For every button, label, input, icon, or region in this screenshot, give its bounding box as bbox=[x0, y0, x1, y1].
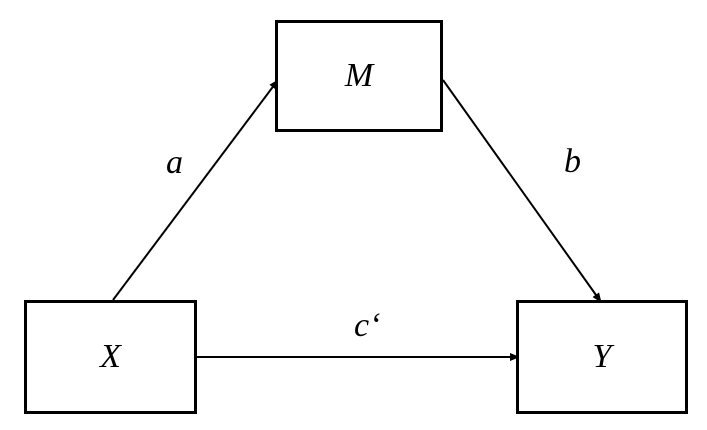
predictor-box: X bbox=[24, 300, 197, 414]
outcome-label: Y bbox=[592, 338, 612, 375]
path-b-arrow bbox=[442, 79, 602, 303]
outcome-box: Y bbox=[516, 300, 688, 414]
path-b-label: b bbox=[564, 143, 581, 180]
path-c-prime-label: c‘ bbox=[354, 307, 381, 344]
path-a-label: a bbox=[166, 144, 183, 181]
mediator-box: M bbox=[275, 20, 443, 132]
mediator-label: M bbox=[344, 57, 374, 94]
predictor-label: X bbox=[100, 338, 121, 375]
path-a-arrow bbox=[112, 79, 279, 301]
